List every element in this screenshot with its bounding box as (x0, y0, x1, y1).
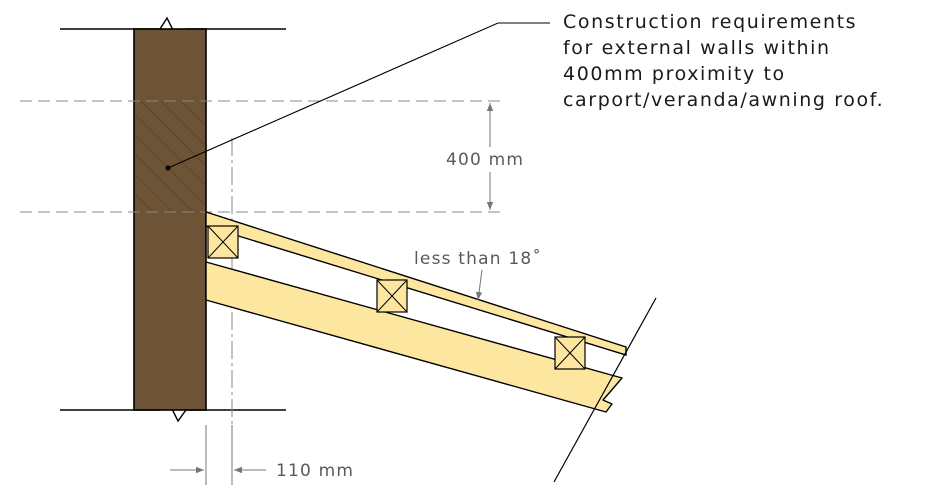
callout-leader-dot (165, 165, 171, 171)
height-dimension-label: 400 mm (446, 150, 524, 170)
callout-line-1: Construction requirements (563, 11, 857, 33)
roof-sheeting (205, 211, 627, 356)
callout-line-3: 400mm proximity to (563, 63, 786, 85)
angle-label: less than 18˚ (414, 248, 542, 269)
width-dimension-label: 110 mm (276, 461, 354, 481)
callout-line-4: carport/veranda/awning roof. (563, 89, 884, 111)
callout-leader-line (167, 22, 550, 169)
roof-rafter (205, 261, 623, 413)
purlin-2 (376, 279, 408, 313)
section-cut-line (553, 297, 657, 483)
callout-line-2: for external walls within (563, 37, 831, 59)
external-wall (133, 28, 207, 411)
purlin-1 (207, 225, 239, 259)
angle-arrow (475, 269, 483, 301)
purlin-3 (554, 336, 586, 370)
